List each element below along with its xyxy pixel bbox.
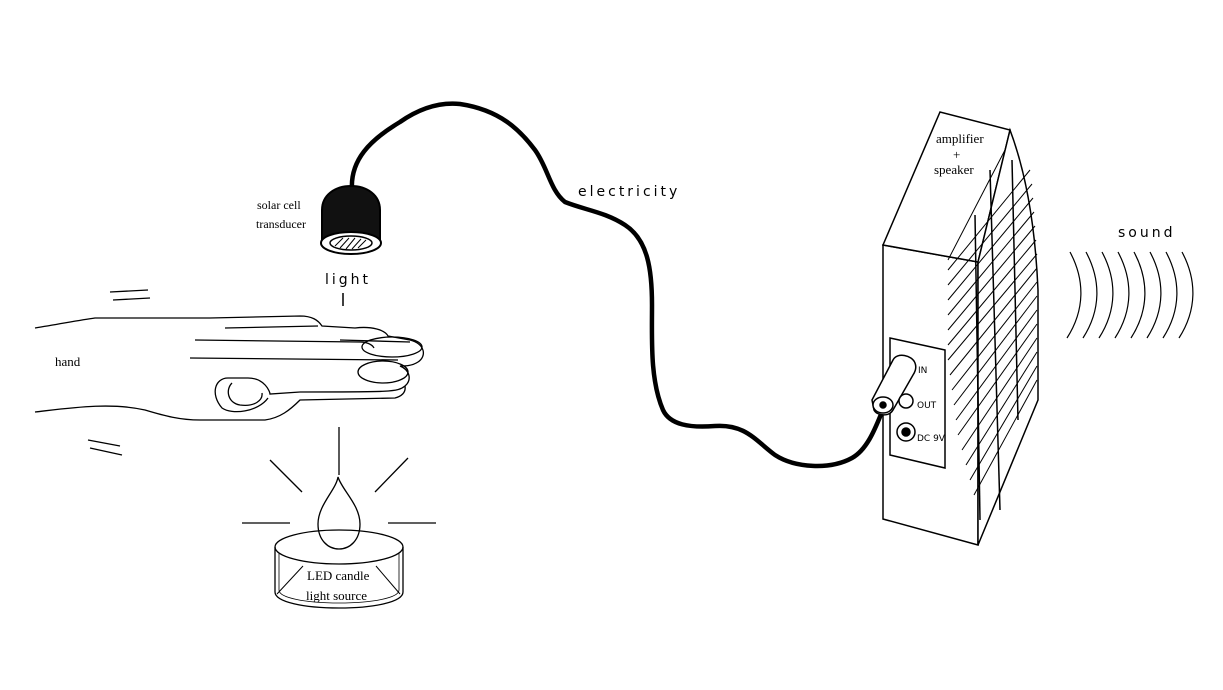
- solar-cell-label-line2: transducer: [256, 217, 306, 231]
- electricity-cable: [349, 101, 888, 469]
- led-label-line1: LED candle: [307, 568, 370, 583]
- electricity-label: electricity: [578, 184, 680, 200]
- jack-out-label: OUT: [917, 401, 937, 411]
- hand-drawing: [34, 289, 425, 456]
- amp-label-line2: speaker: [934, 162, 974, 177]
- amplifier-speaker: [871, 111, 1039, 546]
- speaker-grille: [947, 149, 1038, 521]
- out-jack: [898, 393, 914, 409]
- candle-wall: [274, 547, 404, 609]
- candle-flame: [317, 476, 361, 550]
- jack-in-label: IN: [918, 366, 927, 376]
- solar-cell-transducer: [320, 184, 382, 255]
- amp-label-line1: amplifier: [936, 131, 984, 146]
- sound-waves: [1066, 251, 1194, 339]
- solar-cell-label-line1: solar cell: [257, 198, 301, 212]
- led-label-line2: light source: [306, 588, 367, 603]
- hand-label: hand: [55, 354, 81, 369]
- light-label: light: [325, 272, 371, 288]
- sound-label: sound: [1118, 225, 1176, 241]
- transducer-body: [321, 184, 381, 241]
- amp-label-plus: +: [953, 147, 960, 162]
- led-candle: [242, 427, 436, 609]
- jack-dc-label: DC 9V: [917, 434, 946, 444]
